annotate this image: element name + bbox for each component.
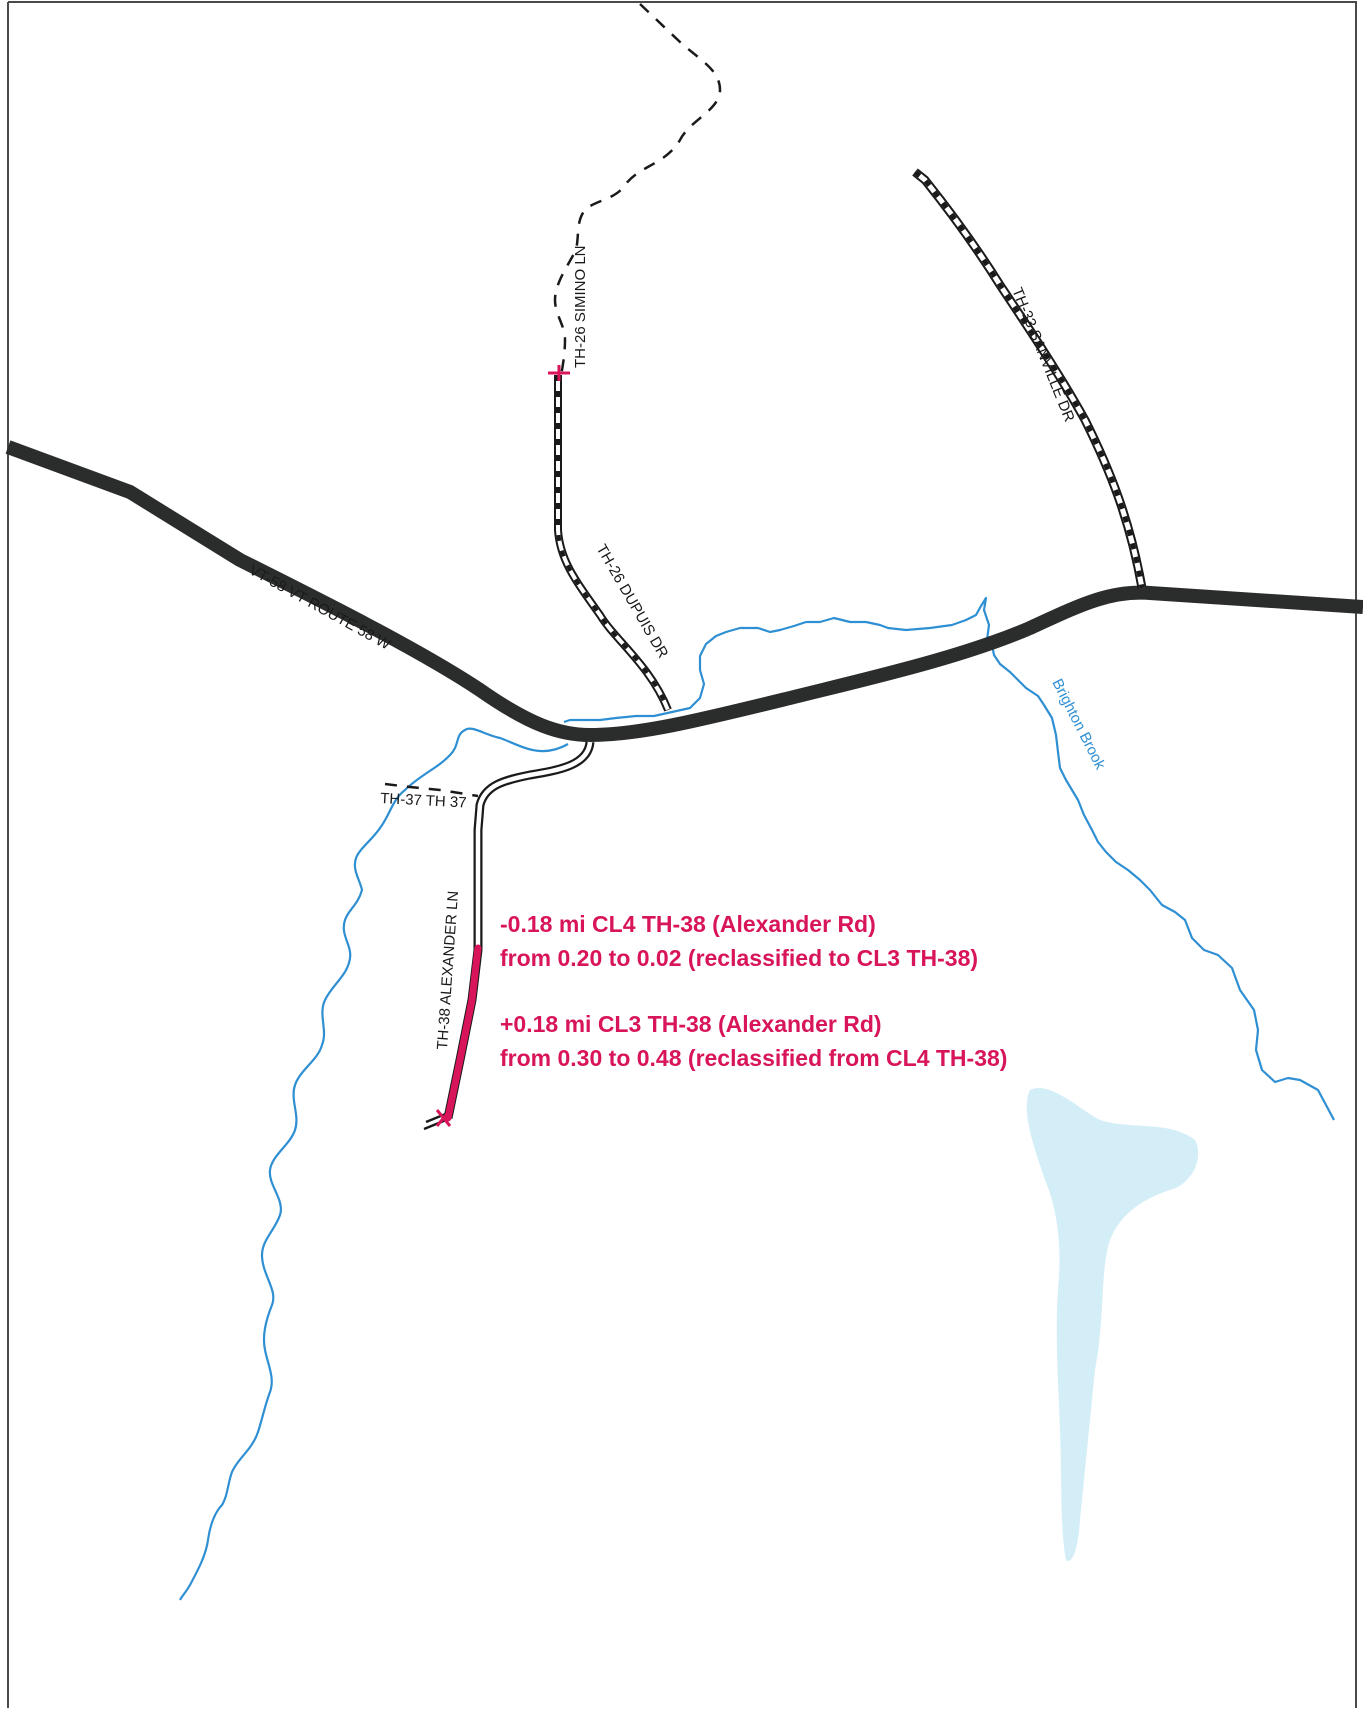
map-frame [8, 1, 1357, 1708]
note-minus-line-1: -0.18 mi CL4 TH-38 (Alexander Rd) [500, 911, 876, 937]
alexander-end-mark-red-b [435, 1109, 452, 1127]
label-th37: TH-37 TH 37 [380, 790, 467, 811]
note-plus-line-2: from 0.30 to 0.48 (reclassified from CL4… [500, 1045, 1007, 1071]
note-plus-line-1: +0.18 mi CL3 TH-38 (Alexander Rd) [500, 1011, 882, 1037]
label-simino: TH-26 SIMINO LN [572, 245, 589, 368]
west-stream [179, 727, 569, 1601]
th-33-sanville-dr [912, 168, 1147, 589]
note-minus-line-2: from 0.20 to 0.02 (reclassified to CL3 T… [500, 945, 978, 971]
th-26-simino-ln [553, 3, 722, 396]
th-38-alexander-ln [443, 741, 595, 1119]
label-alexander: TH-38 ALEXANDER LN [434, 890, 462, 1050]
label-vt58: VT-58 VT ROUTE 58 W [246, 562, 394, 654]
th-26-dupuis-dr [554, 375, 672, 712]
th-37 [384, 782, 479, 798]
brighton-brook [563, 596, 1335, 1121]
stream-network [179, 596, 1335, 1601]
reclassified-segment [444, 944, 482, 1122]
vt-route-58 [5, 440, 1363, 742]
label-sanville: TH-33 SANVILLE DR [1008, 285, 1078, 424]
alexander-end-mark-2 [425, 1111, 449, 1124]
label-brighton-brook: Brighton Brook [1048, 676, 1108, 773]
label-dupuis: TH-26 DUPUIS DR [593, 542, 672, 662]
pond [1026, 1087, 1199, 1561]
